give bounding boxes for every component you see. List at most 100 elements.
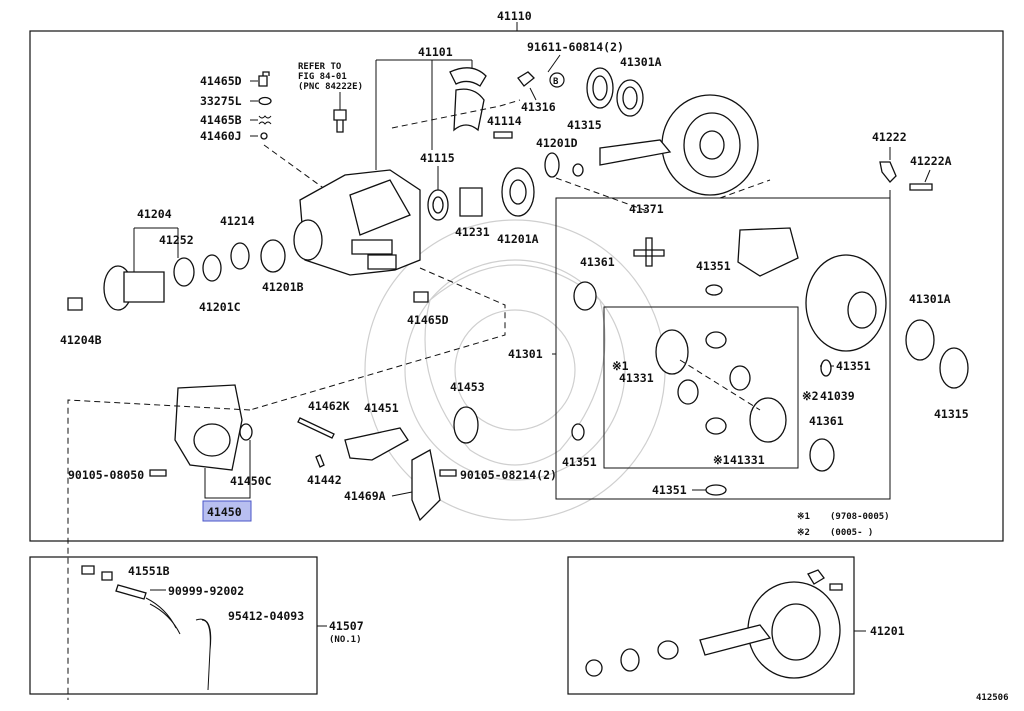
label-90105-08050[interactable]: 90105-08050 (68, 468, 144, 482)
label-41201[interactable]: 41201 (870, 624, 905, 638)
label-41316[interactable]: 41316 (521, 100, 556, 114)
label-41315-right[interactable]: 41315 (934, 407, 969, 421)
carrier-housing (293, 169, 421, 276)
label-41301a-right[interactable]: 41301A (909, 292, 951, 306)
label-41201a[interactable]: 41201A (497, 232, 539, 246)
spacer-sleeve-icon (459, 187, 483, 217)
legend-text-2[interactable]: (0005- ) (830, 528, 873, 538)
washer-icon (258, 96, 272, 106)
label-41450[interactable]: 41450 (207, 505, 242, 519)
actuator-bolt-icon (149, 469, 167, 477)
label-33275l[interactable]: 33275L (200, 94, 242, 108)
label-41214[interactable]: 41214 (220, 214, 255, 228)
label-41507-no[interactable]: (NO.1) (329, 635, 362, 645)
label-91611[interactable]: 91611-60814(2) (527, 40, 624, 54)
label-41507[interactable]: 41507 (329, 619, 364, 633)
side-gear-b-icon (749, 397, 787, 443)
label-41039[interactable]: 41039 (820, 389, 855, 403)
label-41371[interactable]: 41371 (629, 202, 664, 216)
diff-pinion-c-icon (677, 379, 699, 405)
diff-pinion-icon (705, 331, 727, 349)
shift-fork-icon (344, 427, 409, 461)
refer-note-line1: REFER TO (298, 62, 342, 72)
thrust-washer-right-icon (809, 438, 835, 472)
label-41450c[interactable]: 41450C (230, 474, 272, 488)
diff-case-cover (805, 254, 887, 352)
highlight-41450 (202, 500, 252, 522)
clutch-sleeve-icon (453, 406, 479, 444)
label-41469a[interactable]: 41469A (344, 489, 386, 503)
label-41551b[interactable]: 41551B (128, 564, 170, 578)
bracket-bolt-icon (517, 71, 535, 87)
diff-pinion-b-icon (729, 365, 751, 391)
label-41462k[interactable]: 41462K (308, 399, 350, 413)
bolt-icon (493, 131, 513, 139)
label-41451[interactable]: 41451 (364, 401, 399, 415)
label-90105-08214[interactable]: 90105-08214(2) (460, 468, 557, 482)
breather-hose-icon (195, 618, 212, 691)
hose-clip-icon (115, 584, 147, 600)
sensor-icon (333, 109, 347, 133)
label-95412[interactable]: 95412-04093 (228, 609, 304, 623)
diff-case-icon (737, 227, 799, 277)
pin-icon (297, 417, 335, 439)
bearing-cone-right-icon (939, 347, 969, 389)
ball-icon (260, 132, 268, 140)
label-circle-b[interactable]: B (553, 77, 559, 87)
actuator-assembly (174, 384, 253, 471)
plug-bolt-icon (413, 291, 429, 303)
label-41465d-mid[interactable]: 41465D (407, 313, 449, 327)
label-41351-top[interactable]: 41351 (696, 259, 731, 273)
label-41465b[interactable]: 41465B (200, 113, 242, 127)
label-41465d-top[interactable]: 41465D (200, 74, 242, 88)
label-41331-a[interactable]: 41331 (619, 371, 654, 385)
label-41204b[interactable]: 41204B (60, 333, 102, 347)
nut-icon (67, 297, 83, 311)
refer-note-line2[interactable]: FIG 84-01 (298, 72, 347, 82)
label-41201d[interactable]: 41201D (536, 136, 578, 150)
diff-pinion-d-icon (705, 417, 727, 435)
label-41231[interactable]: 41231 (455, 225, 490, 239)
label-41301[interactable]: 41301 (508, 347, 543, 361)
lock-bolt-icon (909, 183, 933, 191)
label-41201b[interactable]: 41201B (262, 280, 304, 294)
label-41315-top[interactable]: 41315 (567, 118, 602, 132)
label-41222[interactable]: 41222 (872, 130, 907, 144)
hose-icon (145, 597, 181, 635)
legend-text-1[interactable]: (9708-0005) (830, 512, 890, 522)
label-41115[interactable]: 41115 (420, 151, 455, 165)
label-41351-mid[interactable]: 41351 (836, 359, 871, 373)
deflector-icon (202, 254, 222, 282)
bearing-race-right-icon (905, 319, 935, 361)
ring-pinion-set (585, 569, 843, 679)
label-41331-b[interactable]: 41331 (730, 453, 765, 467)
label-41252[interactable]: 41252 (159, 233, 194, 247)
lock-plate-icon (879, 161, 897, 183)
label-41222a[interactable]: 41222A (910, 154, 952, 168)
label-41201c[interactable]: 41201C (199, 300, 241, 314)
label-41351-bot[interactable]: 41351 (652, 483, 687, 497)
label-41361-right[interactable]: 41361 (809, 414, 844, 428)
small-pin-icon (315, 454, 325, 468)
mark-1-a: ※1 (612, 359, 629, 373)
label-41101[interactable]: 41101 (418, 45, 453, 59)
label-assembly[interactable]: 41110 (497, 9, 532, 23)
ring-gear-top (599, 94, 759, 196)
label-41442[interactable]: 41442 (307, 473, 342, 487)
label-41351-left[interactable]: 41351 (562, 455, 597, 469)
label-41460j[interactable]: 41460J (200, 129, 242, 143)
legend-mark-2: ※2 (797, 528, 810, 538)
side-gear-icon (655, 329, 689, 375)
refer-note-line3[interactable]: (PNC 84222E) (298, 82, 363, 92)
slinger-icon (230, 242, 250, 270)
label-41453[interactable]: 41453 (450, 380, 485, 394)
spacer-icon (544, 152, 560, 178)
differential-frame (555, 197, 891, 500)
label-41204[interactable]: 41204 (137, 207, 172, 221)
label-90999[interactable]: 90999-92002 (168, 584, 244, 598)
label-41301a-top[interactable]: 41301A (620, 55, 662, 69)
label-41114[interactable]: 41114 (487, 114, 522, 128)
label-41361-left[interactable]: 41361 (580, 255, 615, 269)
shift-lever-icon (411, 448, 441, 522)
